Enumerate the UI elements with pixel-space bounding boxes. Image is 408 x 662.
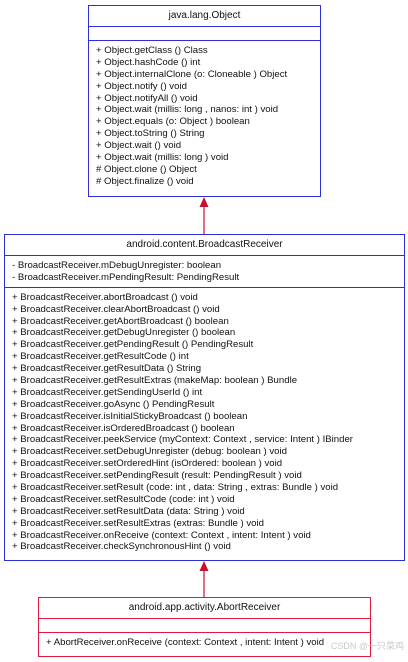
class-name: android.content.BroadcastReceiver <box>126 239 283 250</box>
arrow-broadcastreceiver-to-object <box>199 197 209 234</box>
method-row: + Object.wait (millis: long , nanos: int… <box>96 104 279 116</box>
method-row: + BroadcastReceiver.peekService (myConte… <box>12 434 353 446</box>
class-java-lang-object[interactable]: java.lang.Object + Object.getClass () Cl… <box>88 5 321 197</box>
attributes-compartment <box>39 618 370 632</box>
method-row: + Object.notifyAll () void <box>96 92 198 104</box>
method-row: + BroadcastReceiver.onReceive (context: … <box>12 529 311 541</box>
method-row: + BroadcastReceiver.abortBroadcast () vo… <box>12 291 198 303</box>
attributes-compartment: - BroadcastReceiver.mDebugUnregister: bo… <box>5 255 404 287</box>
method-row: + BroadcastReceiver.isInitialStickyBroad… <box>12 410 248 422</box>
methods-compartment: + AbortReceiver.onReceive (context: Cont… <box>39 632 370 649</box>
method-row: + BroadcastReceiver.getPendingResult () … <box>12 339 254 351</box>
method-row: # Object.finalize () void <box>96 175 194 187</box>
attributes-compartment <box>89 26 320 40</box>
method-row: + BroadcastReceiver.getDebugUnregister (… <box>12 327 236 339</box>
method-row: + AbortReceiver.onReceive (context: Cont… <box>46 637 325 648</box>
watermark: CSDN @一只菜鸡 <box>330 641 404 651</box>
class-android-content-broadcastreceiver[interactable]: android.content.BroadcastReceiver - Broa… <box>4 234 405 561</box>
method-row: + BroadcastReceiver.isOrderedBroadcast (… <box>12 422 235 434</box>
method-row: + BroadcastReceiver.setOrderedHint (isOr… <box>12 458 283 470</box>
method-row: + Object.wait () void <box>96 140 182 152</box>
method-row: + Object.internalClone (o: Cloneable ) O… <box>96 68 288 80</box>
method-row: + BroadcastReceiver.getResultData () Str… <box>12 363 202 375</box>
method-row: + BroadcastReceiver.getAbortBroadcast ()… <box>12 315 229 327</box>
method-row: # Object.clone () Object <box>96 163 197 175</box>
class-android-app-activity-abortreceiver[interactable]: android.app.activity.AbortReceiver + Abo… <box>38 597 371 657</box>
method-row: + BroadcastReceiver.setResultExtras (ext… <box>12 517 264 529</box>
method-row: + BroadcastReceiver.setResult (code: int… <box>12 482 339 494</box>
method-row: + BroadcastReceiver.goAsync () PendingRe… <box>12 398 215 410</box>
method-row: + Object.toString () String <box>96 128 205 140</box>
method-row: + Object.wait (millis: long ) void <box>96 152 229 164</box>
method-row: + Object.hashCode () int <box>96 56 201 68</box>
method-row: + BroadcastReceiver.setResultCode (code:… <box>12 493 235 505</box>
method-row: + BroadcastReceiver.getResultExtras (mak… <box>12 375 298 387</box>
attribute-row: - BroadcastReceiver.mPendingResult: Pend… <box>12 271 240 283</box>
method-row: + BroadcastReceiver.setResultData (data:… <box>12 505 245 517</box>
methods-compartment: + BroadcastReceiver.abortBroadcast () vo… <box>5 286 404 554</box>
arrow-abortreceiver-to-broadcastreceiver <box>199 561 209 597</box>
method-row: + Object.equals (o: Object ) boolean <box>96 116 250 128</box>
method-row: + BroadcastReceiver.clearAbortBroadcast … <box>12 303 220 315</box>
method-row: + Object.getClass () Class <box>96 45 208 56</box>
class-name: java.lang.Object <box>168 10 241 21</box>
method-row: + BroadcastReceiver.setPendingResult (re… <box>12 470 302 482</box>
method-row: + BroadcastReceiver.checkSynchronousHint… <box>12 541 231 553</box>
method-row: + Object.notify () void <box>96 80 187 92</box>
method-row: + BroadcastReceiver.getSendingUserId () … <box>12 386 203 398</box>
method-row: + BroadcastReceiver.getResultCode () int <box>12 351 189 363</box>
attribute-row: - BroadcastReceiver.mDebugUnregister: bo… <box>12 260 222 271</box>
class-name: android.app.activity.AbortReceiver <box>128 602 281 613</box>
method-row: + BroadcastReceiver.setDebugUnregister (… <box>12 446 287 458</box>
methods-compartment: + Object.getClass () Class + Object.hash… <box>89 40 320 188</box>
